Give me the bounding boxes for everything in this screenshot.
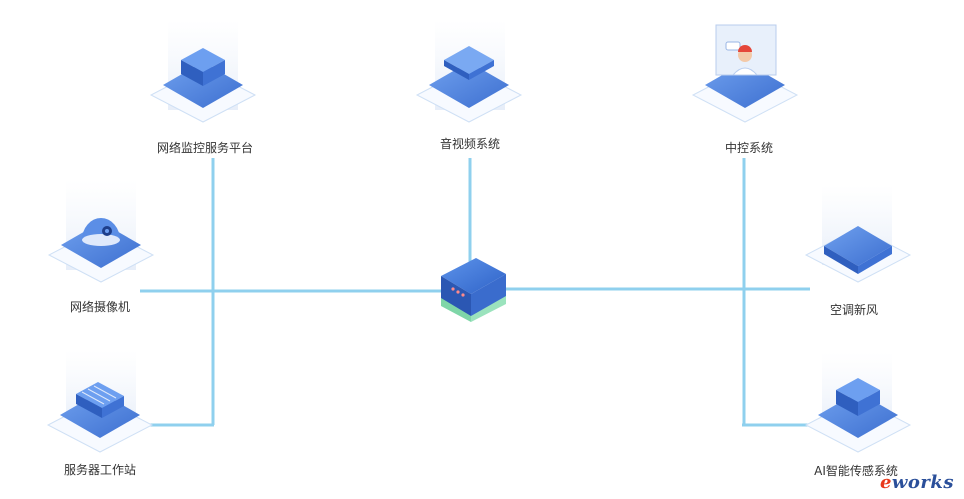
node-hvac[interactable] <box>804 185 912 283</box>
node-av-system[interactable] <box>415 20 523 123</box>
label-av-system: 音视频系统 <box>439 137 501 151</box>
operator-screen-icon <box>715 24 777 76</box>
node-server-workstation[interactable] <box>46 350 154 453</box>
label-network-camera: 网络摄像机 <box>69 300 131 314</box>
server-monitor-icon <box>181 48 225 86</box>
av-box-icon <box>444 46 494 80</box>
label-network-monitor-platform: 网络监控服务平台 <box>156 141 254 155</box>
sensor-box-icon <box>836 378 880 416</box>
connection-lines <box>130 158 820 427</box>
node-network-camera[interactable] <box>47 180 155 283</box>
central-gateway-icon[interactable] <box>441 258 506 322</box>
node-network-monitor-platform[interactable] <box>149 20 257 123</box>
label-server-workstation: 服务器工作站 <box>63 463 137 477</box>
node-ai-sensor-system[interactable] <box>804 352 912 453</box>
hvac-panel-icon <box>824 226 892 274</box>
dome-camera-icon <box>82 218 120 246</box>
node-central-control[interactable] <box>691 24 799 123</box>
rack-server-icon <box>76 382 124 418</box>
eworks-watermark-logo: eworks <box>879 472 954 493</box>
label-hvac: 空调新风 <box>829 303 879 317</box>
label-central-control: 中控系统 <box>724 141 774 155</box>
label-ai-sensor-system: AI智能传感系统 <box>814 464 898 478</box>
